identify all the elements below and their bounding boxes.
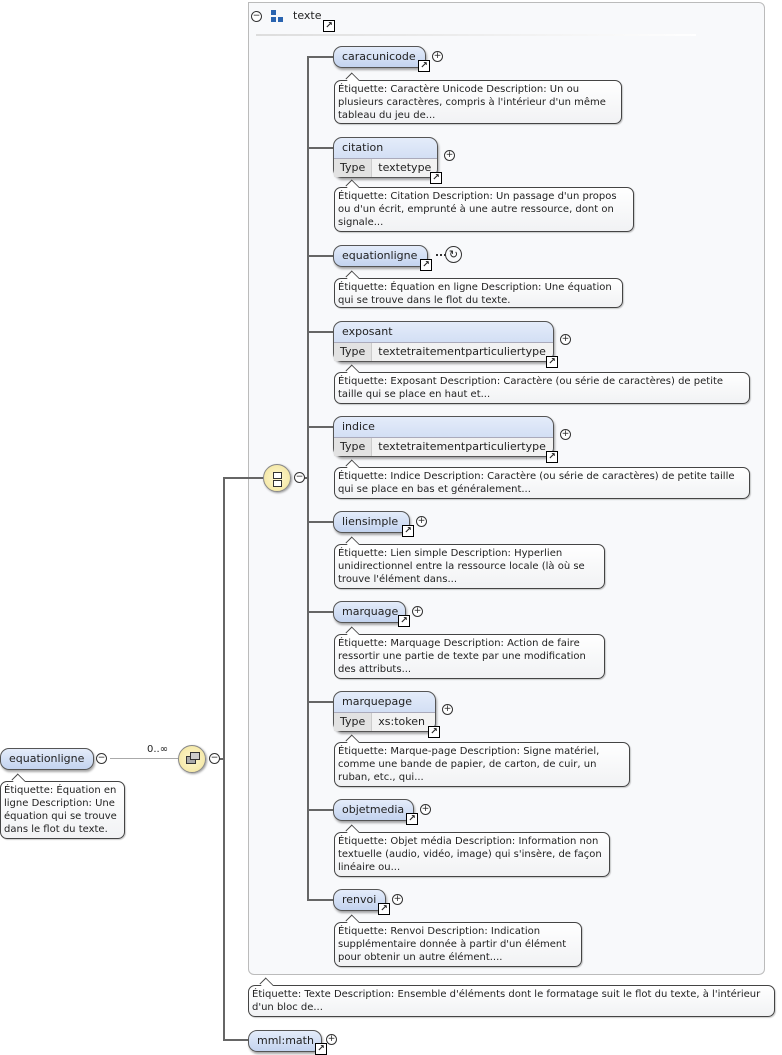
- element-description: Étiquette: Marque-page Description: Sign…: [334, 742, 630, 787]
- expand-icon[interactable]: +: [560, 429, 571, 440]
- expand-icon[interactable]: +: [444, 150, 455, 161]
- choice-stub: [219, 758, 224, 760]
- outer-trunk: [223, 477, 225, 1041]
- collapse-icon[interactable]: −: [294, 472, 305, 483]
- type-label: Type: [334, 713, 373, 731]
- element-caracunicode[interactable]: caracunicode: [333, 46, 426, 68]
- element-objetmedia[interactable]: objetmedia: [333, 799, 414, 821]
- branch-line: [307, 255, 333, 257]
- element-description: Étiquette: Citation Description: Un pass…: [334, 187, 634, 232]
- link-icon[interactable]: ↗: [323, 20, 335, 32]
- type-value: xs:token: [378, 715, 425, 728]
- type-label: Type: [334, 343, 373, 361]
- element-mml-math[interactable]: mml:math: [248, 1030, 322, 1052]
- element-marquage[interactable]: marquage: [333, 601, 406, 623]
- group-description: Étiquette: Texte Description: Ensemble d…: [248, 985, 775, 1017]
- expand-icon[interactable]: +: [326, 1034, 337, 1045]
- branch-line: [307, 701, 333, 703]
- sequence-compositor-icon[interactable]: [263, 464, 291, 492]
- link-icon[interactable]: ↗: [406, 813, 418, 825]
- expand-icon[interactable]: +: [412, 606, 423, 617]
- expand-icon[interactable]: +: [442, 704, 453, 715]
- element-description: Étiquette: Caractère Unicode Description…: [334, 80, 622, 124]
- group-header-divider: [256, 34, 696, 36]
- group-name: texte: [293, 9, 322, 22]
- branch-line: [307, 147, 333, 149]
- seq-stub: [304, 477, 308, 479]
- element-equationligne[interactable]: equationligne: [333, 245, 428, 267]
- link-icon[interactable]: ↗: [546, 356, 558, 368]
- expand-icon[interactable]: +: [420, 804, 431, 815]
- branch-line: [307, 331, 333, 333]
- type-value: textetraitementparticuliertype: [378, 345, 546, 358]
- element-description: Étiquette: Renvoi Description: Indicatio…: [334, 922, 582, 967]
- link-icon[interactable]: ↗: [418, 60, 430, 72]
- branch-line: [307, 611, 333, 613]
- collapse-icon[interactable]: −: [96, 753, 107, 764]
- expand-icon[interactable]: +: [392, 894, 403, 905]
- element-description: Étiquette: Équation en ligne Description…: [334, 278, 623, 308]
- collapse-icon[interactable]: −: [209, 753, 220, 764]
- group-icon: [271, 10, 284, 23]
- branch-line: [307, 426, 333, 428]
- type-label: Type: [334, 159, 373, 177]
- branch-line: [307, 899, 333, 901]
- collapse-icon[interactable]: −: [251, 11, 262, 22]
- link-icon[interactable]: ↗: [402, 525, 414, 537]
- cardinality: 0..∞: [147, 744, 169, 755]
- inner-trunk: [307, 56, 309, 899]
- link-icon[interactable]: ↗: [420, 259, 432, 271]
- root-connector: [110, 758, 178, 759]
- link-icon[interactable]: ↗: [315, 1043, 327, 1055]
- type-value: textetraitementparticuliertype: [378, 440, 546, 453]
- element-description: Étiquette: Lien simple Description: Hype…: [334, 544, 605, 589]
- seq-branch: [223, 477, 263, 479]
- root-element-equationligne[interactable]: equationligne: [0, 748, 94, 770]
- choice-compositor-icon[interactable]: [178, 745, 206, 773]
- type-label: Type: [334, 438, 373, 456]
- type-value: textetype: [378, 161, 432, 174]
- link-icon[interactable]: ↗: [398, 615, 410, 627]
- element-liensimple[interactable]: liensimple: [333, 511, 410, 533]
- recursion-icon[interactable]: ↻: [445, 246, 462, 263]
- expand-icon[interactable]: +: [416, 516, 427, 527]
- expand-icon[interactable]: +: [432, 51, 443, 62]
- element-description: Étiquette: Indice Description: Caractère…: [334, 467, 750, 499]
- branch-line: [307, 809, 333, 811]
- root-description: Étiquette: Équation en ligne Description…: [0, 781, 125, 839]
- link-icon[interactable]: ↗: [546, 451, 558, 463]
- link-icon[interactable]: ↗: [428, 726, 440, 738]
- expand-icon[interactable]: +: [560, 334, 571, 345]
- recursion-dots: [436, 254, 446, 256]
- math-branch: [223, 1039, 249, 1041]
- element-renvoi[interactable]: renvoi: [333, 889, 386, 911]
- branch-line: [307, 521, 333, 523]
- element-description: Étiquette: Exposant Description: Caractè…: [334, 372, 750, 404]
- element-description: Étiquette: Objet média Description: Info…: [334, 832, 610, 877]
- link-icon[interactable]: ↗: [430, 172, 442, 184]
- element-description: Étiquette: Marquage Description: Action …: [334, 634, 605, 679]
- link-icon[interactable]: ↗: [378, 903, 390, 915]
- branch-line: [307, 56, 333, 58]
